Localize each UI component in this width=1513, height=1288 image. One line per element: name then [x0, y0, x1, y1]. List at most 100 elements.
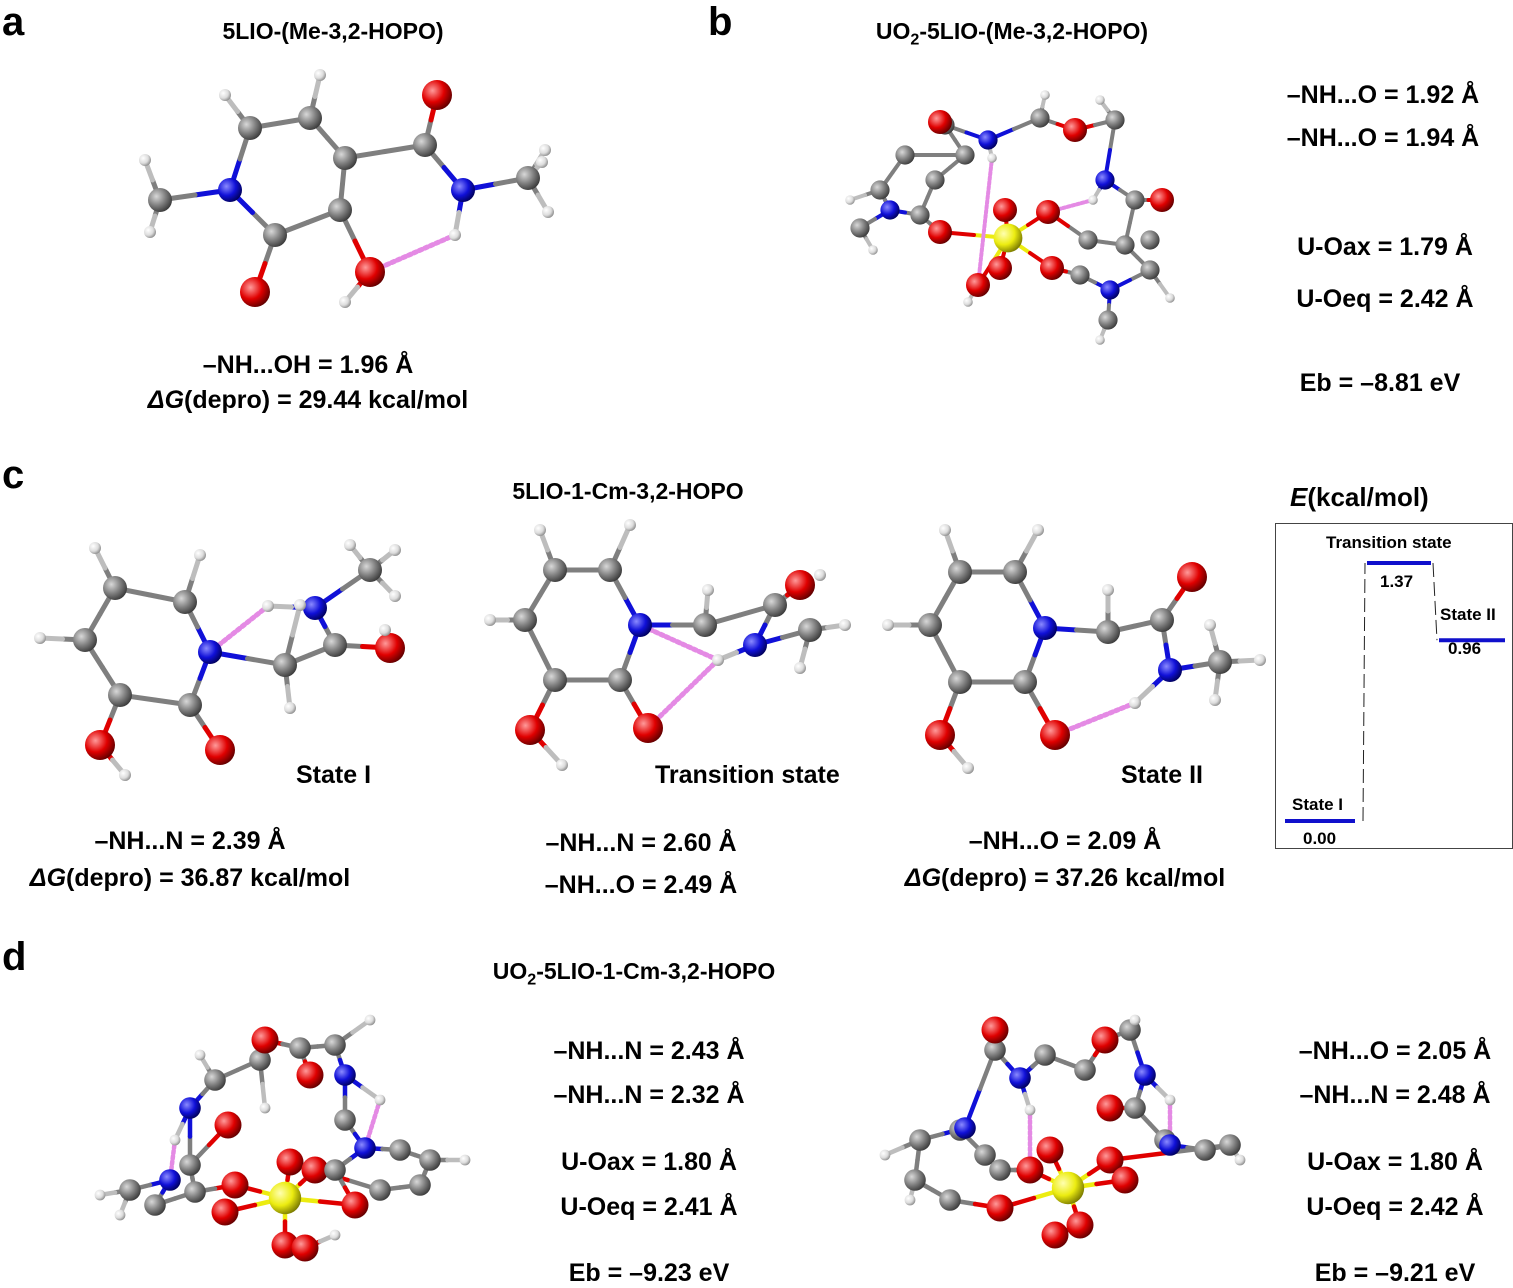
hydrogen-atom — [1165, 293, 1175, 303]
panel-b-binding-energy: Eb = –8.81 eV — [1299, 369, 1461, 397]
nitrogen-atom — [1009, 1067, 1031, 1089]
nitrogen-atom — [628, 613, 652, 637]
carbon-atom — [409, 1174, 431, 1196]
hydrogen-atom — [845, 195, 855, 205]
energy-level-state1-name: State I — [1292, 795, 1344, 814]
oxygen-atom — [355, 257, 385, 287]
oxygen-atom — [1040, 256, 1064, 280]
oxygen-atom — [1150, 188, 1174, 212]
carbon-atom — [693, 613, 717, 637]
nitrogen-atom — [179, 1097, 201, 1119]
panel-a-hbond-distance: –NH...OH = 1.96 Å — [202, 351, 414, 379]
panel-a-title: 5LIO-(Me-3,2-HOPO) — [222, 18, 444, 44]
carbon-atom — [513, 608, 537, 632]
carbon-atom — [184, 1181, 206, 1203]
oxygen-atom — [633, 713, 663, 743]
carbon-atom — [948, 670, 972, 694]
carbon-atom — [333, 146, 357, 170]
carbon-atom — [389, 1139, 411, 1161]
hydrogen-atom — [34, 632, 46, 644]
carbon-atom — [904, 1169, 926, 1191]
oxygen-atom — [986, 1194, 1014, 1222]
carbon-atom — [1125, 190, 1145, 210]
nitrogen-atom — [1158, 658, 1182, 682]
panel-b-u-oeq: U-Oeq = 2.42 Å — [1296, 285, 1474, 313]
oxygen-atom — [1063, 118, 1087, 142]
oxygen-atom — [1111, 1166, 1139, 1194]
energy-diagram-title: E(kcal/mol) — [1290, 482, 1429, 512]
panel-d-right-binding-energy: Eb = –9.21 eV — [1314, 1259, 1476, 1287]
carbon-atom — [1194, 1139, 1216, 1161]
oxygen-atom — [1096, 1146, 1124, 1174]
oxygen-atom — [341, 1191, 369, 1219]
carbon-atom — [598, 558, 622, 582]
nitrogen-atom — [1159, 1134, 1181, 1156]
hydrogen-atom — [963, 297, 973, 307]
oxygen-atom — [925, 720, 955, 750]
hydrogen-atom — [987, 153, 997, 163]
nitrogen-atom — [978, 130, 998, 150]
hydrogen-atom — [219, 89, 231, 101]
nitrogen-atom — [954, 1117, 976, 1139]
oxygen-atom — [240, 277, 270, 307]
energy-level-ts-value: 1.37 — [1380, 572, 1414, 591]
carbon-atom — [238, 116, 262, 140]
oxygen-atom — [1096, 1094, 1124, 1122]
carbon-atom — [1124, 1097, 1146, 1119]
energy-level-state2-name: State II — [1440, 605, 1496, 624]
hydrogen-bond — [207, 603, 271, 655]
carbon-atom — [939, 1189, 961, 1211]
carbon-atom — [543, 668, 567, 692]
uranium-atom — [268, 1181, 302, 1215]
carbon-atom — [1098, 310, 1118, 330]
carbon-atom — [263, 223, 287, 247]
state-2-label: State II — [1121, 761, 1203, 789]
oxygen-atom — [291, 1234, 319, 1262]
carbon-atom — [989, 1159, 1011, 1181]
panel-b-hbond-2: –NH...O = 1.94 Å — [1286, 124, 1480, 152]
hydrogen-atom — [1088, 195, 1098, 205]
panel-d-right-u-oeq: U-Oeq = 2.42 Å — [1306, 1193, 1484, 1221]
oxygen-atom — [966, 273, 990, 297]
hydrogen-atom — [374, 1094, 386, 1106]
hydrogen-atom — [1095, 95, 1105, 105]
molecule-uo2-5lio-me-hopo — [845, 90, 1175, 345]
panel-d-right-hbond-2: –NH...N = 2.48 Å — [1299, 1081, 1491, 1109]
carbon-atom — [1070, 265, 1090, 285]
carbon-atom — [1150, 608, 1174, 632]
hydrogen-atom — [536, 156, 548, 168]
hydrogen-atom — [314, 69, 326, 81]
hydrogen-atom — [329, 1229, 341, 1241]
hydrogen-atom — [344, 539, 356, 551]
oxygen-atom — [251, 1026, 279, 1054]
panel-a-letter: a — [2, 0, 25, 44]
state-1-label: State I — [296, 761, 372, 789]
hydrogen-atom — [294, 599, 306, 611]
oxygen-atom — [375, 633, 405, 663]
hydrogen-atom — [364, 1014, 376, 1026]
carbon-atom — [173, 590, 197, 614]
carbon-atom — [974, 1144, 996, 1166]
hydrogen-atom — [262, 600, 274, 612]
nitrogen-atom — [218, 178, 242, 202]
nitrogen-atom — [303, 596, 327, 620]
oxygen-atom — [296, 1061, 324, 1089]
carbon-atom — [289, 1037, 311, 1059]
oxygen-atom — [928, 220, 952, 244]
oxygen-atom — [928, 110, 952, 134]
hydrogen-atom — [119, 769, 131, 781]
oxygen-atom — [1040, 720, 1070, 750]
carbon-atom — [608, 668, 632, 692]
carbon-atom — [334, 1109, 356, 1131]
nitrogen-atom — [743, 633, 767, 657]
carbon-atom — [413, 133, 437, 157]
hydrogen-atom — [1164, 1094, 1176, 1106]
hydrogen-atom — [1129, 1014, 1141, 1026]
carbon-atom — [948, 560, 972, 584]
carbon-atom — [324, 1034, 346, 1056]
nitrogen-atom — [1100, 280, 1120, 300]
nitrogen-atom — [198, 640, 222, 664]
oxygen-atom — [981, 1016, 1009, 1044]
oxygen-atom — [301, 1156, 329, 1184]
oxygen-atom — [1016, 1156, 1044, 1184]
